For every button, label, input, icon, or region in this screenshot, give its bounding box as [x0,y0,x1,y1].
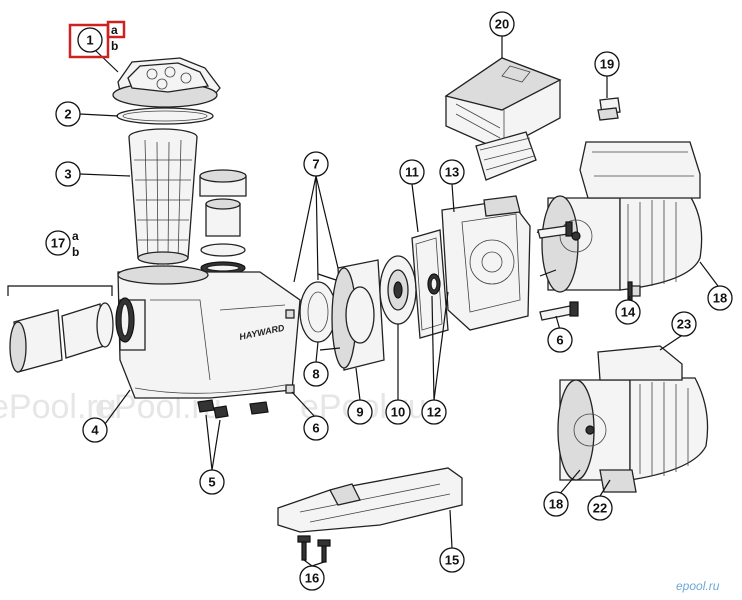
callout-9-label: 9 [356,405,363,420]
callout-6a-label: 6 [312,421,319,436]
callout-18b-label: 18 [549,497,563,512]
watermark-corner: epool.ru [676,579,720,593]
union-set-left [7,285,135,373]
callout-17-letter-b: b [72,245,79,259]
callout-19-label: 19 [600,57,614,72]
callout-23: 23 [671,311,697,337]
callout-1: 1 a b [68,20,126,59]
callout-15-label: 15 [445,553,459,568]
callout-4-label: 4 [91,423,99,438]
callout-14-label: 14 [621,305,636,320]
callout-14: 14 [615,299,641,325]
callout-11: 11 [399,159,425,185]
diffuser [317,259,385,371]
base-screws [297,535,331,563]
callout-10-label: 10 [391,405,405,420]
drive-controller [444,57,562,181]
callout-13: 13 [439,159,465,185]
callout-1-label: 1 [86,33,93,48]
mounting-bolts [537,221,579,321]
callout-18a-label: 18 [713,291,727,306]
callout-3-label: 3 [64,167,71,182]
drain-plugs [197,399,269,419]
callout-18b: 18 [543,491,569,517]
callout-1-letter-a: a [111,23,118,37]
variable-speed-motor [536,141,703,297]
strainer-cover [112,57,221,109]
strainer-basket [128,128,198,266]
callout-20: 20 [489,11,515,37]
pump-base [277,467,463,533]
callout-6b: 6 [547,327,573,353]
callout-18a: 18 [707,285,733,311]
callout-7-label: 7 [312,157,319,172]
callout-5: 5 [199,469,225,495]
union-fittings-top [199,169,247,275]
callout-20-label: 20 [495,17,509,32]
callout-16-label: 16 [305,571,319,586]
callout-6b-label: 6 [556,333,563,348]
callout-17-letter-a: a [72,229,79,243]
leader-lines [79,36,719,567]
callout-3: 3 [55,161,81,187]
callout-5-label: 5 [208,475,215,490]
callout-1-letter-b: b [111,39,118,53]
callout-12: 12 [421,399,447,425]
callout-12-label: 12 [427,405,441,420]
pump-housing: HAYWARD [117,265,301,399]
callout-22-label: 22 [593,501,607,516]
callout-11-label: 11 [405,165,419,180]
motor-adapter [441,195,531,331]
callout-19: 19 [594,51,620,77]
callout-16: 16 [299,565,325,591]
callout-2: 2 [55,101,81,127]
callout-22: 22 [587,495,613,521]
seal-plate [299,281,337,343]
standard-motor [557,345,709,493]
housing-nut [285,384,295,394]
impeller [379,255,417,325]
mechanical-seal [427,273,441,295]
callout-4: 4 [82,417,108,443]
callout-17: 17 a b [45,229,79,259]
conduit-fitting [597,97,621,121]
callout-8: 8 [303,361,329,387]
cover-o-ring [116,107,214,125]
callout-10: 10 [385,399,411,425]
callout-9: 9 [347,399,373,425]
callout-17-label: 17 [51,236,65,251]
callout-15: 15 [439,547,465,573]
callout-13-label: 13 [445,165,459,180]
callout-6a: 6 [303,415,329,441]
callout-8-label: 8 [312,367,319,382]
callout-2-label: 2 [64,107,71,122]
callout-7: 7 [303,151,329,177]
callout-23-label: 23 [677,317,691,332]
